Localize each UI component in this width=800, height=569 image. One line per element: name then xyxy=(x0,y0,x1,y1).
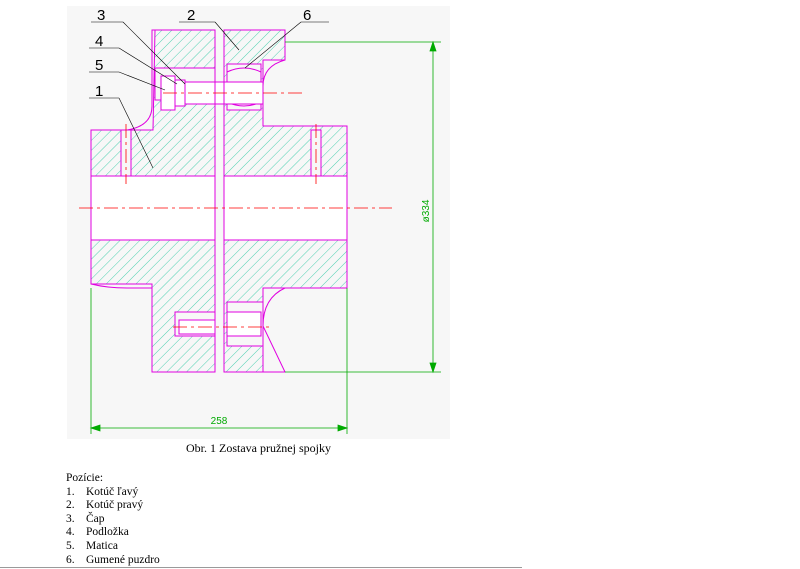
list-item: 1. Kotúč ľavý xyxy=(66,486,160,500)
item-label: Podložka xyxy=(86,526,129,539)
list-item: 4. Podložka xyxy=(66,526,160,540)
item-number: 2. xyxy=(66,499,75,512)
coupling-drawing-svg: ø334 258 3 2 6 4 5 1 xyxy=(79,7,441,434)
callout-4: 4 xyxy=(95,33,103,50)
item-number: 6. xyxy=(66,553,75,566)
parts-list-title: Pozície: xyxy=(66,472,104,484)
item-number: 1. xyxy=(66,485,75,498)
list-item: 5. Matica xyxy=(66,540,160,554)
item-label: Kotúč pravý xyxy=(86,499,144,512)
parts-items: 1. Kotúč ľavý 2. Kotúč pravý 3. Čap 4. Podlo… xyxy=(66,486,160,568)
assembly-drawing: ø334 258 3 2 6 4 5 1 xyxy=(67,6,450,439)
dimension-lines xyxy=(89,40,441,434)
item-label: Gumené puzdro xyxy=(86,553,160,566)
item-label: Čap xyxy=(86,512,105,525)
parts-list: Pozície: 1. Kotúč ľavý 2. Kotúč pravý 3. Ča… xyxy=(66,472,160,567)
item-number: 5. xyxy=(66,539,75,552)
list-item: 6. Gumené puzdro xyxy=(66,554,160,568)
figure-caption: Obr. 1 Zostava pružnej spojky xyxy=(186,441,331,455)
divider xyxy=(0,567,522,568)
item-number: 3. xyxy=(66,512,75,525)
width-dimension-label: 258 xyxy=(211,416,228,427)
diameter-dimension-label: ø334 xyxy=(421,199,432,222)
callout-6: 6 xyxy=(303,7,311,24)
centerlines xyxy=(79,92,392,328)
list-item: 3. Čap xyxy=(66,513,160,527)
callout-3: 3 xyxy=(97,7,105,24)
item-label: Kotúč ľavý xyxy=(86,485,139,498)
list-item: 2. Kotúč pravý xyxy=(66,499,160,513)
outlines xyxy=(90,29,348,373)
callout-leaders xyxy=(89,21,329,169)
item-number: 4. xyxy=(66,526,75,539)
item-label: Matica xyxy=(86,539,118,552)
callout-1: 1 xyxy=(95,83,103,100)
callout-2: 2 xyxy=(187,7,195,24)
callout-5: 5 xyxy=(95,57,103,74)
